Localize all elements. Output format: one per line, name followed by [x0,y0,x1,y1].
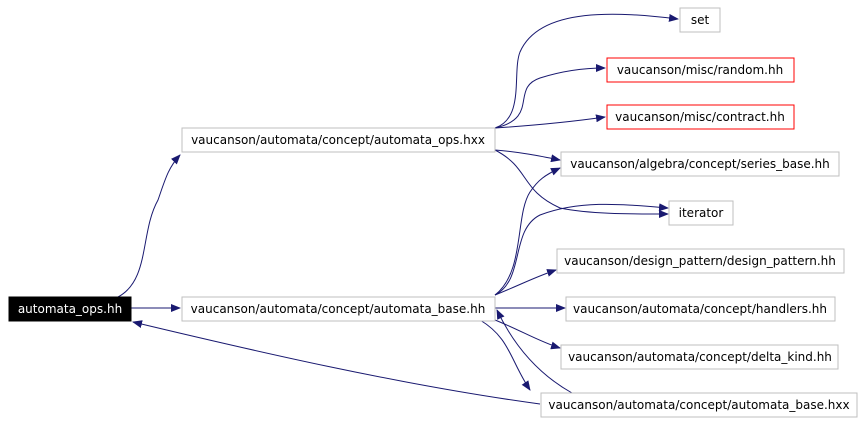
node-series-base-hh-label: vaucanson/algebra/concept/series_base.hh [570,157,830,171]
node-contract-hh[interactable]: vaucanson/misc/contract.hh [606,104,795,130]
edge-automata-ops-hxx-to-contract [494,114,606,129]
node-random-hh[interactable]: vaucanson/misc/random.hh [606,57,795,83]
edge-automata-base-hh-to-series-base [494,167,561,296]
node-root[interactable]: automata_ops.hh [8,296,132,322]
node-set[interactable]: set [679,7,721,33]
edge-automata-base-hxx-to-root [132,320,541,405]
edge-automata-base-hh-to-design-pattern [494,269,557,296]
node-design-pattern-hh-label: vaucanson/design_pattern/design_pattern.… [564,254,836,268]
node-automata-base-hh[interactable]: vaucanson/automata/concept/automata_base… [181,296,496,322]
node-root-label: automata_ops.hh [18,302,122,316]
edge-automata-ops-hxx-to-random [494,64,606,129]
edge-automata-base-hh-to-delta-kind [494,319,561,350]
node-random-hh-label: vaucanson/misc/random.hh [617,63,783,77]
edge-automata-base-hxx-to-automata-base-hh [496,309,573,394]
node-iterator[interactable]: iterator [668,200,734,226]
edge-automata-base-hh-to-iterator [494,203,669,296]
edge-root-to-automata-ops-hxx [117,154,181,298]
node-automata-ops-hxx[interactable]: vaucanson/automata/concept/automata_ops.… [181,127,496,153]
node-automata-base-hxx[interactable]: vaucanson/automata/concept/automata_base… [540,392,858,418]
edge-automata-base-hh-to-automata-base-hxx [479,319,531,391]
node-contract-hh-label: vaucanson/misc/contract.hh [615,110,785,124]
edge-automata-ops-hxx-to-series-base [494,149,561,163]
node-automata-base-hxx-label: vaucanson/automata/concept/automata_base… [548,398,849,412]
node-design-pattern-hh[interactable]: vaucanson/design_pattern/design_pattern.… [556,248,845,274]
node-delta-kind-hh-label: vaucanson/automata/concept/delta_kind.hh [568,350,832,364]
node-automata-base-hh-label: vaucanson/automata/concept/automata_base… [191,302,486,316]
edges [117,13,679,405]
node-delta-kind-hh[interactable]: vaucanson/automata/concept/delta_kind.hh [560,344,839,370]
node-handlers-hh[interactable]: vaucanson/automata/concept/handlers.hh [565,296,836,322]
node-set-label: set [691,13,710,27]
edge-automata-ops-hxx-to-iterator [494,149,669,218]
edge-automata-ops-hxx-to-set [494,13,679,129]
node-handlers-hh-label: vaucanson/automata/concept/handlers.hh [573,302,827,316]
node-automata-ops-hxx-label: vaucanson/automata/concept/automata_ops.… [191,133,485,147]
node-iterator-label: iterator [679,206,724,220]
node-series-base-hh[interactable]: vaucanson/algebra/concept/series_base.hh [560,151,840,177]
